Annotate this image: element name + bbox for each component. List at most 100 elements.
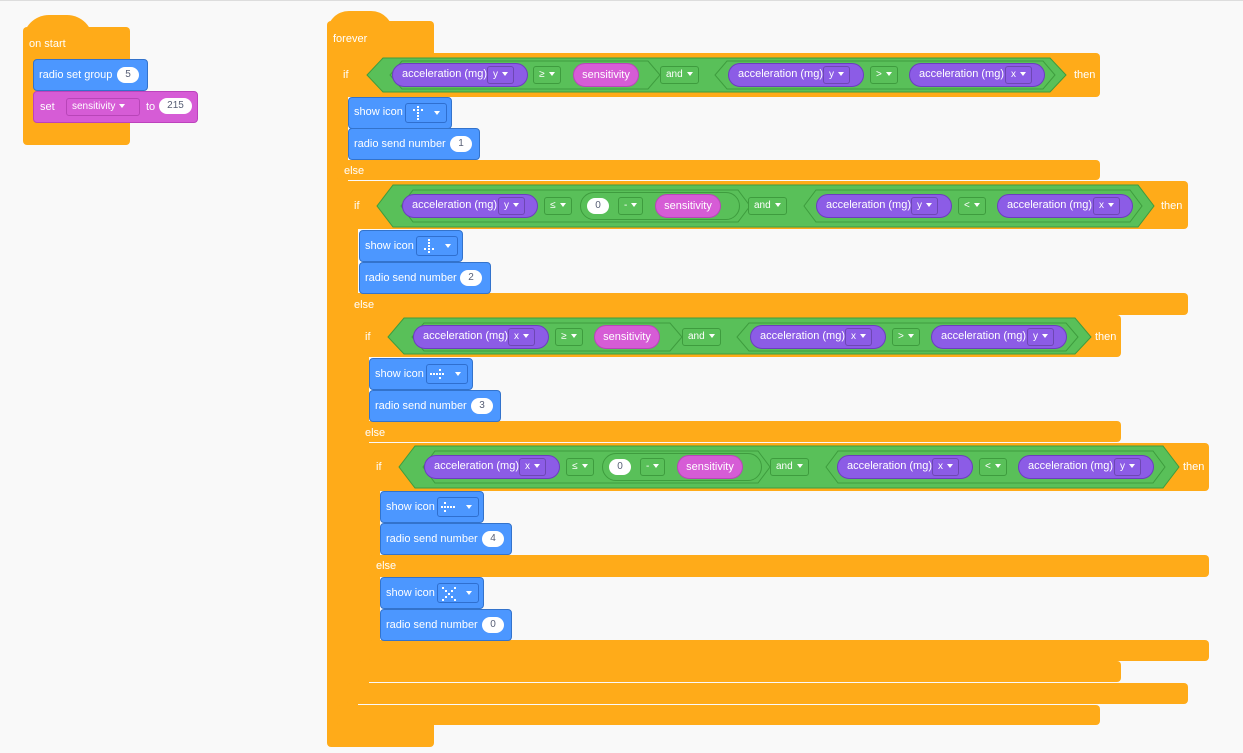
- if-block-2-spine: [347, 181, 358, 705]
- axis-dropdown[interactable]: y: [498, 197, 525, 215]
- chevron-down-icon: [559, 203, 566, 208]
- variable-dropdown[interactable]: sensitivity: [66, 98, 140, 116]
- variable-dropdown-label: sensitivity: [72, 101, 116, 112]
- axis-value: x: [525, 461, 530, 472]
- forever-hat-cap: [327, 11, 393, 33]
- icon-dropdown[interactable]: [426, 364, 468, 384]
- then-label-3: then: [1095, 331, 1117, 343]
- forever-label: forever: [333, 33, 368, 45]
- acceleration-label: acceleration (mg): [1007, 199, 1092, 211]
- axis-dropdown[interactable]: x: [845, 328, 872, 346]
- sensitivity-reporter[interactable]: sensitivity: [594, 325, 660, 349]
- radio-group-input[interactable]: 5: [117, 67, 139, 83]
- axis-value: y: [1033, 331, 1038, 342]
- operator-dropdown[interactable]: ≤: [566, 458, 594, 476]
- radio-send-label: radio send number: [365, 272, 457, 284]
- acceleration-label: acceleration (mg): [1028, 460, 1113, 472]
- operator-dropdown[interactable]: ≤: [544, 197, 572, 215]
- chevron-down-icon: [570, 334, 577, 339]
- and-dropdown[interactable]: and: [660, 66, 699, 84]
- else-label-4: else: [376, 560, 397, 572]
- icon-dropdown[interactable]: [405, 103, 447, 123]
- show-icon-label: show icon: [365, 240, 414, 252]
- chevron-down-icon: [686, 72, 693, 77]
- icon-dropdown[interactable]: [437, 497, 479, 517]
- operator-value: >: [876, 69, 882, 80]
- chevron-down-icon: [455, 372, 461, 376]
- radio-number-input[interactable]: 1: [450, 136, 472, 152]
- operator-dropdown[interactable]: >: [892, 328, 920, 346]
- if-label-3: if: [365, 331, 371, 343]
- acceleration-label: acceleration (mg): [402, 68, 487, 80]
- show-icon-label: show icon: [386, 501, 435, 513]
- radio-number-input[interactable]: 0: [482, 617, 504, 633]
- axis-value: y: [493, 69, 498, 80]
- operator-dropdown[interactable]: ≥: [533, 66, 561, 84]
- minus-dropdown[interactable]: -: [640, 458, 666, 476]
- sensitivity-reporter[interactable]: sensitivity: [677, 455, 743, 479]
- sensitivity-reporter[interactable]: sensitivity: [573, 63, 639, 87]
- if-block-1-spine: [337, 53, 348, 725]
- and-dropdown[interactable]: and: [748, 197, 787, 215]
- axis-dropdown[interactable]: x: [1093, 197, 1120, 215]
- axis-dropdown[interactable]: x: [508, 328, 535, 346]
- if-block-3-spine: [358, 315, 369, 683]
- no-icon: [442, 587, 456, 601]
- axis-dropdown[interactable]: y: [487, 66, 514, 84]
- chevron-down-icon: [796, 464, 803, 469]
- axis-value: x: [1099, 200, 1104, 211]
- axis-value: y: [829, 69, 834, 80]
- chevron-down-icon: [548, 72, 555, 77]
- set-value-input[interactable]: 215: [159, 98, 192, 114]
- acceleration-label: acceleration (mg): [941, 330, 1026, 342]
- show-icon-block[interactable]: [380, 491, 484, 523]
- axis-dropdown[interactable]: y: [823, 66, 850, 84]
- minus-value: -: [646, 461, 650, 472]
- if-block-1-footer: [337, 705, 1100, 725]
- if-block-4-spine: [369, 443, 380, 661]
- axis-value: x: [938, 461, 943, 472]
- radio-number-input[interactable]: 3: [471, 398, 493, 414]
- operator-dropdown[interactable]: ≥: [555, 328, 583, 346]
- axis-value: x: [1011, 69, 1016, 80]
- operator-dropdown[interactable]: >: [870, 66, 898, 84]
- chevron-down-icon: [466, 505, 472, 509]
- if-label-1: if: [343, 69, 349, 81]
- and-dropdown[interactable]: and: [770, 458, 809, 476]
- and-dropdown[interactable]: and: [682, 328, 721, 346]
- arrow-east-icon: [430, 369, 444, 379]
- show-icon-label: show icon: [386, 587, 435, 599]
- sensitivity-reporter[interactable]: sensitivity: [655, 194, 721, 218]
- zero-input[interactable]: 0: [609, 459, 631, 475]
- axis-dropdown[interactable]: y: [1114, 458, 1141, 476]
- icon-dropdown[interactable]: [416, 236, 458, 256]
- minus-value: -: [624, 200, 628, 211]
- chevron-down-icon: [885, 72, 892, 77]
- axis-dropdown[interactable]: x: [1005, 66, 1032, 84]
- radio-send-number-block[interactable]: [348, 128, 480, 160]
- axis-dropdown[interactable]: x: [519, 458, 546, 476]
- radio-send-number-block[interactable]: [359, 262, 491, 294]
- axis-dropdown[interactable]: x: [932, 458, 959, 476]
- arrow-west-icon: [441, 502, 455, 512]
- axis-dropdown[interactable]: y: [1027, 328, 1054, 346]
- if-block-2-footer: [347, 683, 1188, 704]
- radio-send-label: radio send number: [386, 619, 478, 631]
- on-start-label: on start: [29, 38, 66, 50]
- icon-dropdown[interactable]: [437, 583, 479, 603]
- chevron-down-icon: [774, 203, 781, 208]
- acceleration-label: acceleration (mg): [434, 460, 519, 472]
- if-block-4-footer: [369, 640, 1209, 661]
- axis-dropdown[interactable]: y: [911, 197, 938, 215]
- radio-number-input[interactable]: 4: [482, 531, 504, 547]
- chevron-down-icon: [1020, 72, 1026, 77]
- show-icon-label: show icon: [375, 368, 424, 380]
- radio-send-label: radio send number: [386, 533, 478, 545]
- minus-dropdown[interactable]: -: [618, 197, 644, 215]
- operator-dropdown[interactable]: <: [958, 197, 986, 215]
- zero-input[interactable]: 0: [587, 198, 609, 214]
- acceleration-label: acceleration (mg): [760, 330, 845, 342]
- else-bar-1: [337, 160, 1100, 180]
- operator-dropdown[interactable]: <: [979, 458, 1007, 476]
- radio-number-input[interactable]: 2: [460, 270, 482, 286]
